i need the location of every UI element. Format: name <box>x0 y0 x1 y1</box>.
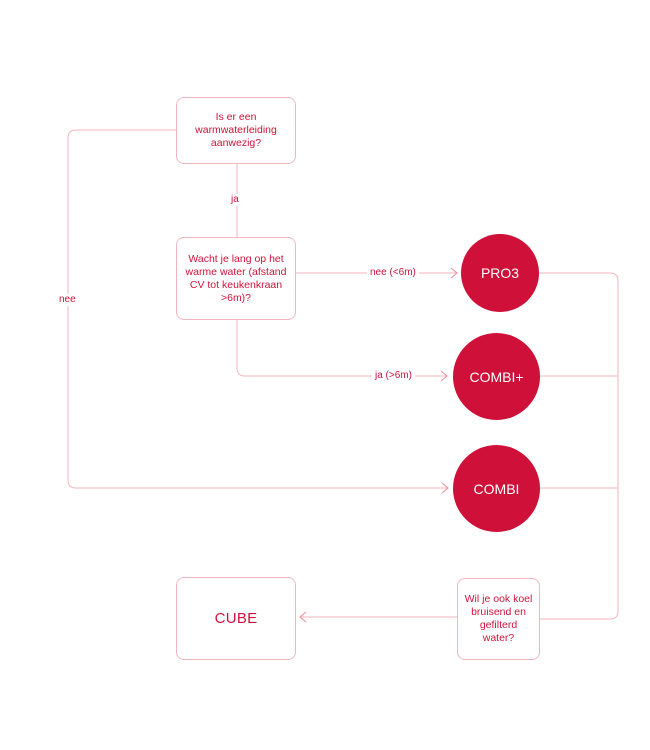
cube-box: CUBE <box>176 577 296 660</box>
pro3-circle: PRO3 <box>461 234 539 312</box>
question-cool-water-text: Wil je ook koel bruisend en gefilterd wa… <box>464 593 533 644</box>
edge-label-ja-gt6: ja (>6m) <box>372 370 415 382</box>
arrowhead-cube <box>299 611 307 623</box>
arrowhead-combiplus <box>440 370 448 382</box>
edge-label-nee-lt6: nee (<6m) <box>367 267 419 279</box>
edge-label-nee: nee <box>56 294 79 306</box>
connector-nee <box>67 129 448 489</box>
question-wait-box: Wacht je lang op het warme water (afstan… <box>176 237 296 320</box>
combiplus-label: COMBI+ <box>469 368 524 385</box>
combiplus-circle: COMBI+ <box>453 333 540 420</box>
connector-ja-gt6 <box>236 320 447 377</box>
arrowhead-pro3 <box>450 267 458 279</box>
combi-label: COMBI <box>473 480 520 497</box>
question-cool-water-box: Wil je ook koel bruisend en gefilterd wa… <box>457 578 540 660</box>
question-wait-text: Wacht je lang op het warme water (afstan… <box>185 252 287 304</box>
question-warmwater-text: Is er een warmwaterleiding aanwezig? <box>195 111 277 149</box>
question-warmwater-box: Is er een warmwaterleiding aanwezig? <box>176 97 296 164</box>
edge-label-ja: ja <box>228 194 242 206</box>
combi-circle: COMBI <box>453 445 540 532</box>
arrowhead-combi <box>441 482 449 494</box>
cube-label: CUBE <box>214 610 258 627</box>
connector-collector <box>500 272 619 620</box>
pro3-label: PRO3 <box>480 265 520 281</box>
